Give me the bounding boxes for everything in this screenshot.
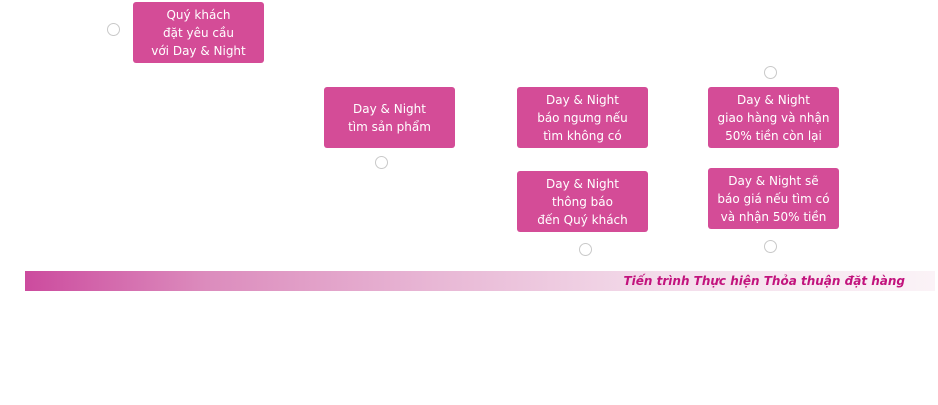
node-circle	[764, 66, 777, 79]
step-deliver-and-collect: Day & Night giao hàng và nhận 50% tiền c…	[708, 87, 839, 148]
step-stop-if-not-found: Day & Night báo ngưng nếu tìm không có	[517, 87, 648, 148]
step-customer-request: Quý khách đặt yêu cầu với Day & Night	[133, 2, 264, 63]
node-circle	[579, 243, 592, 256]
node-circle	[107, 23, 120, 36]
step-quote-and-deposit: Day & Night sẽ báo giá nếu tìm có và nhậ…	[708, 168, 839, 229]
timeline-bar: Tiến trình Thực hiện Thỏa thuận đặt hàng	[25, 271, 935, 291]
timeline-label: Tiến trình Thực hiện Thỏa thuận đặt hàng	[623, 274, 905, 288]
node-circle	[764, 240, 777, 253]
step-search-product: Day & Night tìm sản phẩm	[324, 87, 455, 148]
node-circle	[375, 156, 388, 169]
step-notify-customer: Day & Night thông báo đến Quý khách	[517, 171, 648, 232]
